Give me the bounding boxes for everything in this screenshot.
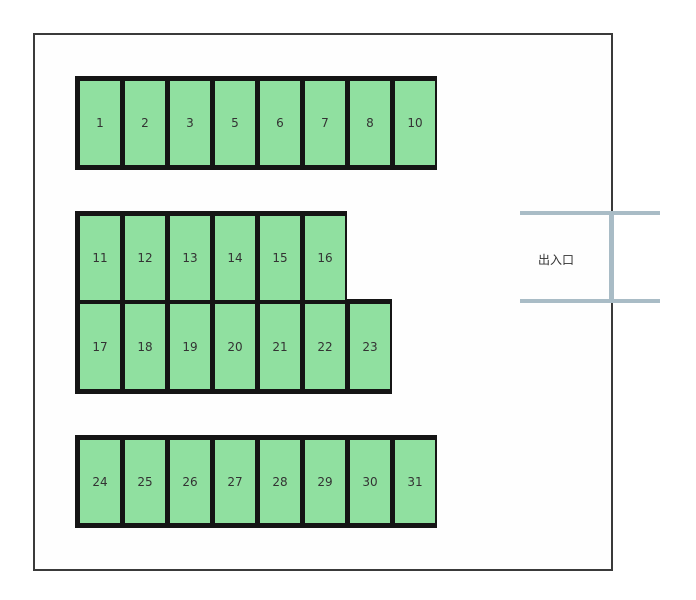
entrance-gate-top-line: [520, 211, 660, 215]
parking-stall: 2: [125, 81, 165, 165]
parking-stall: 13: [170, 216, 210, 300]
parking-stall: 28: [260, 440, 300, 523]
parking-stall: 24: [80, 440, 120, 523]
parking-stall: 29: [305, 440, 345, 523]
entrance-gate-post: [609, 211, 614, 303]
entrance-label: 出入口: [538, 253, 575, 267]
parking-stall: 30: [350, 440, 390, 523]
parking-stall: 11: [80, 216, 120, 300]
parking-stall: 23: [350, 304, 390, 389]
parking-stall: 10: [395, 81, 435, 165]
entrance-gate-bottom-line: [520, 299, 660, 303]
parking-stall: 27: [215, 440, 255, 523]
parking-stall: 18: [125, 304, 165, 389]
parking-stall: 20: [215, 304, 255, 389]
parking-stall: 22: [305, 304, 345, 389]
parking-stall: 12: [125, 216, 165, 300]
parking-stall: 16: [305, 216, 345, 300]
parking-stall: 25: [125, 440, 165, 523]
parking-stall: 3: [170, 81, 210, 165]
parking-stall: 14: [215, 216, 255, 300]
parking-stall: 8: [350, 81, 390, 165]
parking-stall: 19: [170, 304, 210, 389]
parking-stall: 7: [305, 81, 345, 165]
parking-stall: 31: [395, 440, 435, 523]
parking-stall: 15: [260, 216, 300, 300]
parking-stall: 17: [80, 304, 120, 389]
parking-stall: 5: [215, 81, 255, 165]
parking-stall: 1: [80, 81, 120, 165]
stall-row-block-2: [75, 211, 347, 303]
parking-stall: 21: [260, 304, 300, 389]
parking-stall: 26: [170, 440, 210, 523]
parking-stall: 6: [260, 81, 300, 165]
